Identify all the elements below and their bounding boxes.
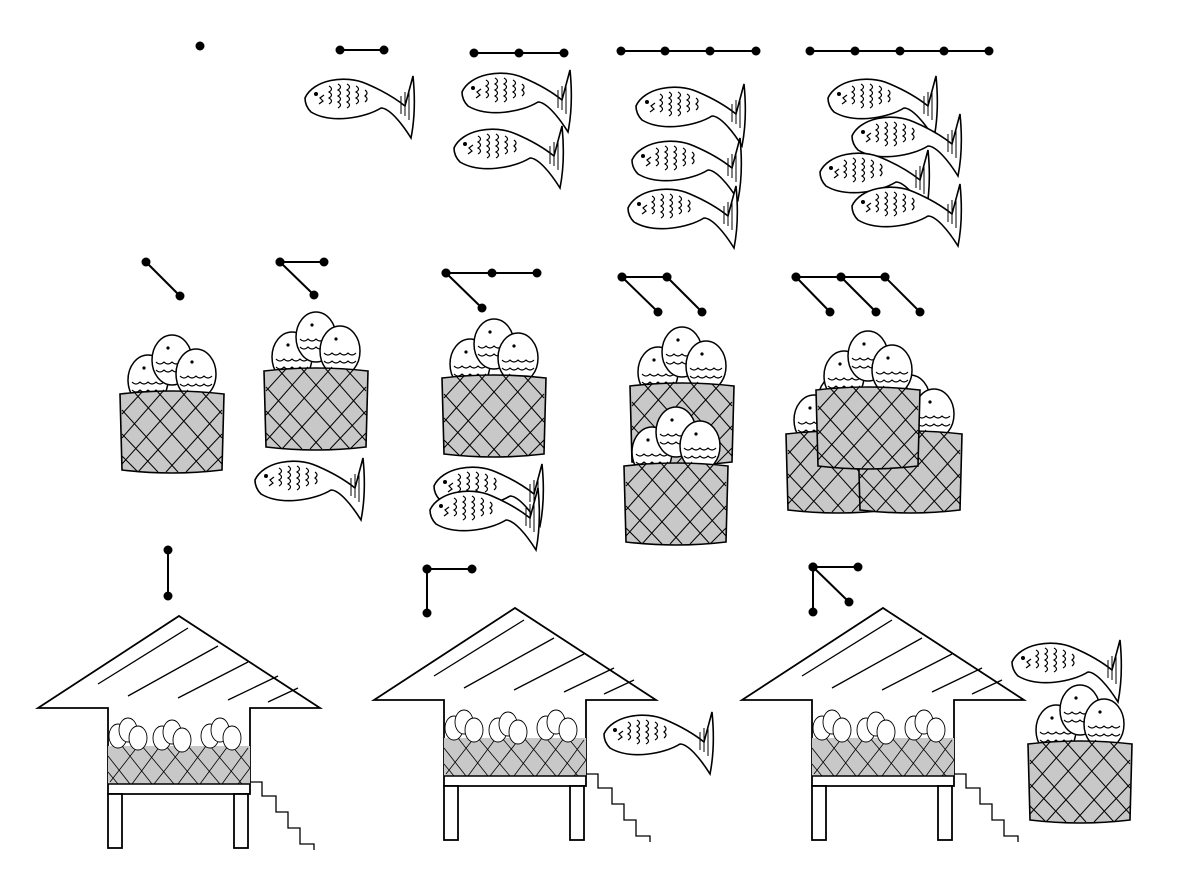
dot-icon	[825, 307, 835, 317]
dot-icon	[984, 46, 994, 56]
tally-line	[812, 566, 850, 603]
dot-icon	[880, 272, 890, 282]
dot-icon	[469, 48, 479, 58]
dot-icon	[175, 291, 185, 301]
fish-icon	[304, 75, 416, 139]
fish-icon	[461, 69, 573, 133]
dot-icon	[805, 46, 815, 56]
dot-icon	[195, 41, 205, 51]
dot-icon	[791, 272, 801, 282]
dot-icon	[895, 46, 905, 56]
dot-icon	[379, 45, 389, 55]
fish-basket-icon	[263, 311, 369, 451]
dot-icon	[487, 268, 497, 278]
fish-basket-icon	[119, 334, 225, 474]
dot-icon	[705, 46, 715, 56]
dot-icon	[653, 307, 663, 317]
fish-icon	[254, 457, 366, 521]
dot-icon	[141, 257, 151, 267]
tally-line	[145, 261, 181, 297]
dot-icon	[662, 272, 672, 282]
dot-icon	[808, 607, 818, 617]
dot-icon	[163, 591, 173, 601]
dot-icon	[532, 268, 542, 278]
tally-line	[279, 261, 315, 296]
dot-icon	[616, 46, 626, 56]
dot-icon	[275, 257, 285, 267]
dot-icon	[660, 46, 670, 56]
fish-icon	[631, 137, 743, 201]
dot-icon	[335, 45, 345, 55]
fish-basket-icon	[815, 330, 921, 470]
dot-icon	[559, 48, 569, 58]
tally-line	[666, 276, 703, 313]
dot-icon	[939, 46, 949, 56]
dot-icon	[850, 46, 860, 56]
fish-basket-icon	[1027, 684, 1133, 824]
fish-icon	[851, 183, 963, 247]
tally-line	[884, 276, 921, 313]
tally-line	[445, 272, 483, 309]
dot-icon	[477, 303, 487, 313]
tally-marks	[141, 41, 994, 618]
dot-icon	[163, 545, 173, 555]
dot-icon	[844, 597, 854, 607]
storehouse-icon	[37, 615, 321, 851]
fish-icon	[603, 711, 715, 775]
fish-icon	[627, 185, 739, 249]
tally-line	[621, 276, 659, 313]
tally-line	[840, 276, 877, 313]
dot-icon	[871, 307, 881, 317]
dot-icon	[319, 257, 329, 267]
dot-icon	[853, 562, 863, 572]
dot-icon	[617, 272, 627, 282]
storehouse-icon	[741, 607, 1025, 843]
dot-icon	[808, 562, 818, 572]
dot-icon	[836, 272, 846, 282]
tally-line	[795, 276, 831, 313]
dot-icon	[422, 608, 432, 618]
fish-basket-icon	[441, 318, 547, 458]
dot-icon	[697, 307, 707, 317]
dot-icon	[915, 307, 925, 317]
dot-icon	[441, 268, 451, 278]
pictures	[37, 69, 1133, 851]
fish-icon	[453, 125, 565, 189]
dot-icon	[514, 48, 524, 58]
dot-icon	[751, 46, 761, 56]
fish-icon	[635, 83, 747, 147]
dot-icon	[422, 564, 432, 574]
dot-icon	[309, 290, 319, 300]
dot-icon	[467, 564, 477, 574]
